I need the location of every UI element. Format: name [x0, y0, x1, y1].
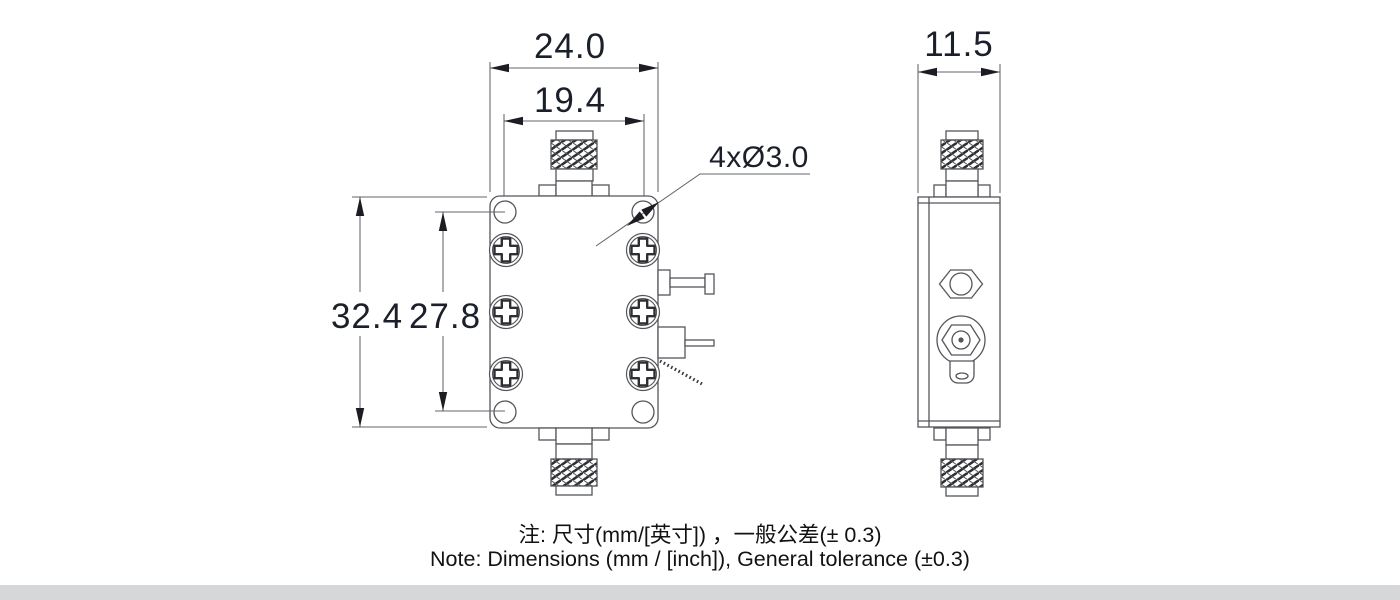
sma-connector-top-side [933, 130, 991, 198]
dimension-height-holes: 27.8 [409, 211, 505, 412]
hex-nut [945, 180, 979, 198]
mounting-hole [493, 400, 517, 424]
arrowhead [625, 116, 644, 126]
arrowhead [641, 202, 659, 217]
mounting-hole [631, 200, 655, 224]
dim-depth-label: 11.5 [924, 25, 994, 64]
connector-neck [555, 443, 593, 460]
arrowhead [627, 211, 645, 226]
arrowhead [639, 63, 658, 73]
mounting-hole [631, 400, 655, 424]
hex-nut-ear [933, 427, 947, 441]
note-line-en: Note: Dimensions (mm / [inch]), General … [430, 547, 970, 571]
hex-nut [555, 180, 593, 197]
phillips-screw [625, 232, 661, 268]
hex-nut-ear [977, 184, 991, 198]
hex-nut-ear [977, 427, 991, 441]
slotted-tab [949, 360, 975, 384]
arrowhead [355, 197, 365, 216]
hex-nut-ear [591, 184, 610, 197]
connector-neck [555, 168, 594, 182]
arrowhead [504, 116, 523, 126]
phillips-screw [625, 356, 661, 392]
side-body [917, 196, 1001, 428]
dimension-width-holes: 19.4 [503, 81, 645, 200]
hex-nut-ear [538, 427, 557, 441]
connector-threads [550, 458, 598, 487]
feedthrough-pin-upper [657, 269, 715, 296]
phillips-screw [488, 232, 524, 268]
feedthrough-pin-lower [657, 326, 715, 387]
connector-neck [945, 168, 979, 182]
front-view: 24.0 19.4 [331, 27, 810, 496]
sma-connector-bottom-side [933, 427, 991, 497]
connector-cap [945, 130, 979, 141]
sma-connector-top-front [538, 130, 610, 197]
connector-cap [945, 486, 979, 497]
connector-neck [945, 444, 979, 460]
hole-callout-label: 4xØ3.0 [709, 141, 809, 174]
connector-cap [555, 485, 593, 496]
arrowhead [981, 67, 1000, 77]
phillips-screw [625, 294, 661, 330]
wire-lead [659, 359, 705, 387]
arrowhead [490, 63, 509, 73]
hex-nut [945, 427, 979, 446]
arrowhead [438, 392, 448, 411]
notes: 注: 尺寸(mm/[英寸]) ，一般公差(± 0.3) Note: Dimens… [430, 523, 970, 571]
connector-cap [555, 130, 594, 141]
phillips-screw [488, 294, 524, 330]
dimension-depth: 11.5 [917, 25, 1001, 193]
feedthrough-hex-large [936, 315, 986, 365]
connector-threads [550, 139, 598, 170]
center-pin [958, 337, 964, 343]
dimension-height-outer: 32.4 [331, 196, 487, 428]
arrowhead [355, 408, 365, 427]
arrowhead [438, 212, 448, 231]
feedthrough-hex-small [938, 269, 984, 299]
dim-width-holes-label: 19.4 [534, 81, 606, 120]
sma-connector-bottom-front [538, 427, 610, 496]
bottom-band [0, 585, 1400, 600]
dim-height-outer-label: 32.4 [331, 297, 403, 336]
hex-nut-ear [591, 427, 610, 441]
connector-threads [940, 458, 984, 488]
arrowhead [918, 67, 937, 77]
dim-height-holes-label: 27.8 [409, 297, 481, 336]
hex-nut-ear [933, 184, 947, 198]
connector-threads [940, 139, 984, 170]
hex-nut-ear [538, 184, 557, 197]
side-view: 11.5 [917, 25, 1001, 497]
note-line-zh: 注: 尺寸(mm/[英寸]) ，一般公差(± 0.3) [519, 523, 882, 547]
dim-width-outer-label: 24.0 [534, 27, 606, 66]
dimension-width-outer: 24.0 [489, 27, 659, 192]
hole-callout: 4xØ3.0 [595, 141, 810, 247]
hex-nut [555, 427, 593, 445]
phillips-screw [488, 356, 524, 392]
